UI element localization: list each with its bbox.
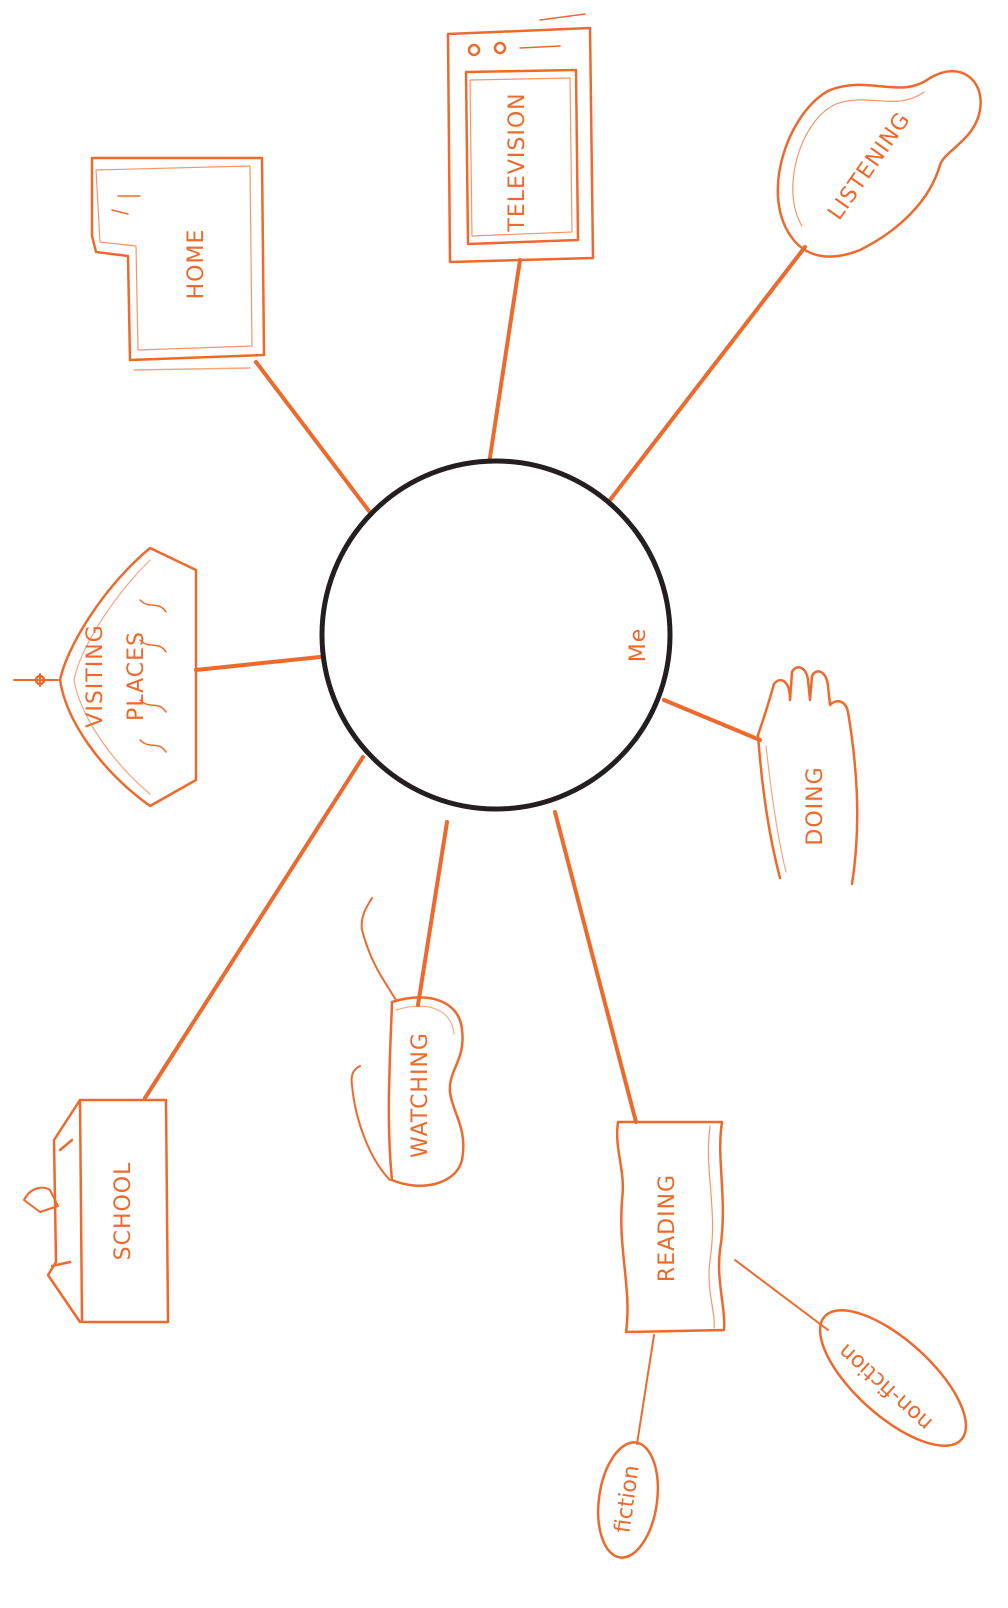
node-school: SCHOOL	[23, 1098, 170, 1324]
connector-television	[487, 258, 522, 466]
node-doing: DOING	[756, 666, 859, 886]
doing-label: DOING	[803, 766, 828, 845]
connector-listening	[608, 245, 807, 502]
school-label: SCHOOL	[111, 1162, 136, 1261]
listening-label: LISTENING	[823, 108, 915, 225]
building-icon	[13, 546, 198, 808]
connector-lines	[143, 245, 807, 1124]
television-icon	[446, 13, 595, 264]
school-building-icon	[23, 1098, 170, 1324]
fiction-label: fiction	[610, 1464, 644, 1535]
node-listening: LISTENING	[776, 70, 982, 258]
non-fiction-bubble	[818, 1309, 968, 1447]
node-watching: WATCHING	[350, 897, 465, 1187]
sub-connector-lines	[636, 1259, 829, 1445]
fiction-bubble	[596, 1441, 660, 1559]
connector-non-fiction	[734, 1259, 829, 1331]
connector-doing	[662, 698, 762, 742]
house-icon	[90, 156, 266, 371]
reading-label: READING	[655, 1174, 680, 1282]
node-home: HOME	[90, 156, 266, 371]
node-fiction: fiction	[596, 1441, 660, 1559]
connector-fiction	[636, 1334, 655, 1445]
home-label: HOME	[184, 229, 209, 300]
glasses-icon	[350, 897, 465, 1187]
connector-reading	[553, 810, 638, 1124]
watching-label: WATCHING	[408, 1032, 433, 1158]
node-television: TELEVISION	[446, 13, 595, 264]
center-label: Me	[626, 628, 651, 663]
visiting-label-line2: PLACES	[124, 631, 149, 721]
node-visiting-places: VISITING PLACES	[13, 546, 198, 808]
center-node: Me	[319, 458, 673, 812]
visiting-label-line1: VISITING	[83, 624, 108, 727]
connector-visiting	[194, 655, 322, 672]
book-icon	[615, 1120, 726, 1334]
television-label: TELEVISION	[505, 92, 530, 232]
center-circle	[319, 458, 673, 812]
connector-home	[254, 360, 374, 517]
connector-watching	[416, 820, 449, 1007]
hand-icon	[756, 666, 859, 886]
cloud-icon	[776, 70, 982, 258]
node-reading: READING	[615, 1120, 726, 1334]
connector-school	[143, 755, 365, 1100]
node-non-fiction: non-fiction	[818, 1309, 968, 1447]
